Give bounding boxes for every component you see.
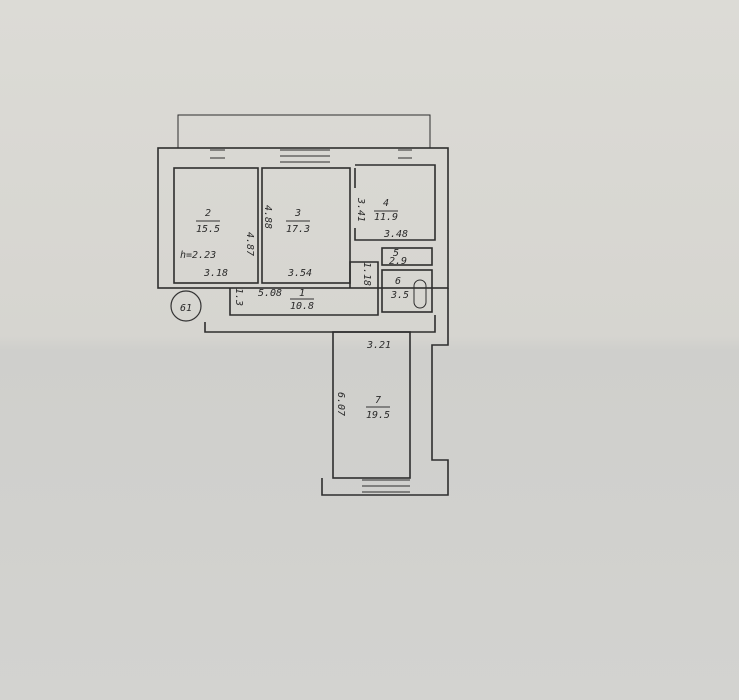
room3-width: 3.54	[287, 268, 312, 279]
corridor-width: 1.3	[233, 288, 244, 306]
room-2-number: 2	[205, 208, 211, 219]
plan-number: 61	[180, 303, 192, 314]
room-1-number: 1	[299, 288, 305, 299]
room-1-area: 10.8	[290, 301, 314, 312]
room4-width: 3.48	[383, 229, 408, 240]
room7-length: 6.07	[335, 392, 346, 416]
ceiling-height: h=2.23	[180, 250, 216, 261]
room-3-number: 3	[294, 208, 301, 219]
room-6-area: 3.5	[390, 290, 409, 301]
room-5-number: 5	[393, 248, 399, 259]
room-4-number: 4	[383, 198, 389, 209]
room-5-area: 2.9	[389, 256, 407, 267]
room-labels: 2 15.5 3 17.3 4 11.9 5 2.9 6 3.5 1 10.8 …	[196, 198, 409, 421]
badge: 61	[170, 290, 202, 322]
room-7-number: 7	[375, 395, 381, 406]
dimension-labels: h=2.23 3.18 4.87 4.88 3.54 5.08 1.3 1.18…	[180, 197, 408, 416]
room4-length: 3.41	[355, 197, 366, 222]
room-3-area: 17.3	[286, 224, 310, 235]
corridor-length: 5.08	[258, 288, 282, 299]
room2-width: 3.18	[203, 268, 228, 279]
walls	[157, 114, 449, 496]
room-7-area: 19.5	[366, 410, 390, 421]
room2-length: 4.87	[244, 232, 255, 256]
room3-length: 4.88	[262, 205, 273, 229]
room-2-area: 15.5	[196, 224, 220, 235]
room-6-number: 6	[395, 276, 401, 287]
hall-width: 1.18	[361, 262, 372, 286]
room7-width: 3.21	[366, 340, 391, 351]
room-4-area: 11.9	[374, 212, 398, 223]
